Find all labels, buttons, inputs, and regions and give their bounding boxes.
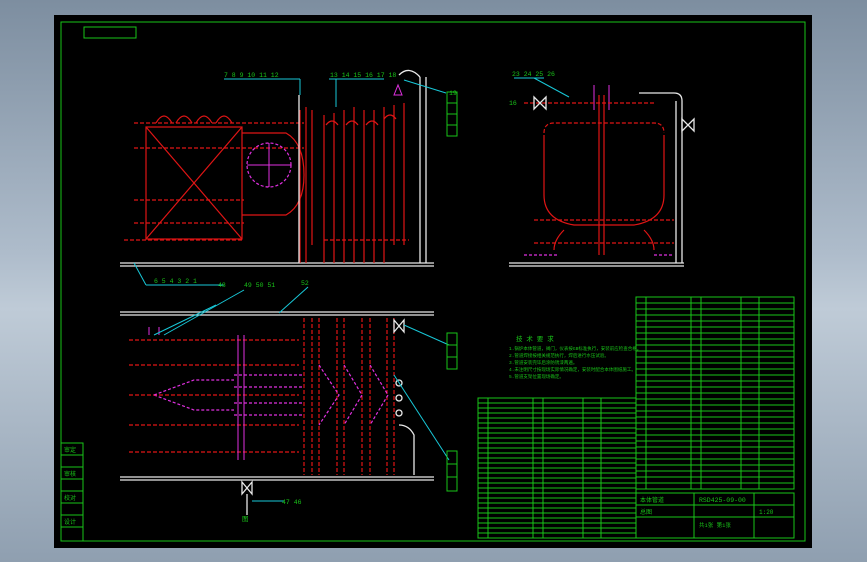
note-line-2: 2.管道焊接按相关规范执行，焊后进行水压试验。	[509, 352, 609, 359]
view-side-elevation: 23 24 25 26 16	[509, 71, 695, 267]
parts-table-right	[635, 296, 795, 490]
title-block: RSD425-09-00 本体管道 总图 1:20 共1张 第1张	[635, 492, 795, 539]
title-drawing-no: RSD425-09-00	[699, 497, 746, 504]
note-line-3: 3.管道安装完毕后涂防锈漆两遍。	[509, 359, 577, 366]
side-label-16: 16	[509, 100, 517, 107]
drawing-svg: 审定 审核 校对 设计	[60, 21, 806, 542]
rev-row-4: 设计	[64, 518, 76, 526]
callout-7-12: 7 8 9 10 11 12	[224, 72, 279, 79]
callout-52: 52	[301, 280, 309, 287]
rev-row-2: 审核	[64, 470, 76, 478]
note-line-1: 1.锅炉本体管道，阀门，仪表按GB标准执行，安装前应检查合格。	[509, 345, 641, 352]
technical-notes: 技 术 要 求 1.锅炉本体管道，阀门，仪表按GB标准执行，安装前应检查合格。 …	[509, 334, 641, 380]
rev-row-3: 校对	[64, 494, 76, 502]
callout-19: 19	[449, 90, 457, 97]
title-scale: 1:20	[759, 509, 774, 516]
callout-48: 48	[218, 282, 226, 289]
plan-bottom-label: 图	[242, 515, 249, 523]
note-line-4: 4.未注明尺寸按现场实际情况确定，安装时配合本体图纸施工。	[509, 366, 636, 373]
title-sheet: 共1张 第1张	[699, 521, 731, 529]
revision-block: 审定 审核 校对 设计	[60, 442, 84, 542]
callout-47-46: 47 46	[282, 499, 302, 506]
view-plan: 48 49 50 51 52 47 46 图	[120, 280, 458, 523]
corner-tag	[83, 26, 137, 39]
note-line-5: 5.管道支架位置现场确定。	[509, 373, 564, 380]
title-line-2: 总图	[640, 508, 652, 516]
callout-6-1: 6 5 4 3 2 1	[154, 278, 197, 285]
notes-title: 技 术 要 求	[516, 334, 554, 343]
view-front-elevation: 7 8 9 10 11 12 13 14 15 16 17 18 19 6 5 …	[120, 69, 458, 286]
cad-canvas: 审定 审核 校对 设计	[54, 15, 812, 548]
rev-row-1: 审定	[64, 446, 76, 454]
sheet-border	[60, 21, 806, 542]
title-line-1: 本体管道	[640, 496, 664, 504]
callout-13-18: 13 14 15 16 17 18	[330, 72, 396, 79]
callout-23-26: 23 24 25 26	[512, 71, 555, 78]
parts-table-left	[477, 397, 637, 539]
callout-49-51: 49 50 51	[244, 282, 275, 289]
